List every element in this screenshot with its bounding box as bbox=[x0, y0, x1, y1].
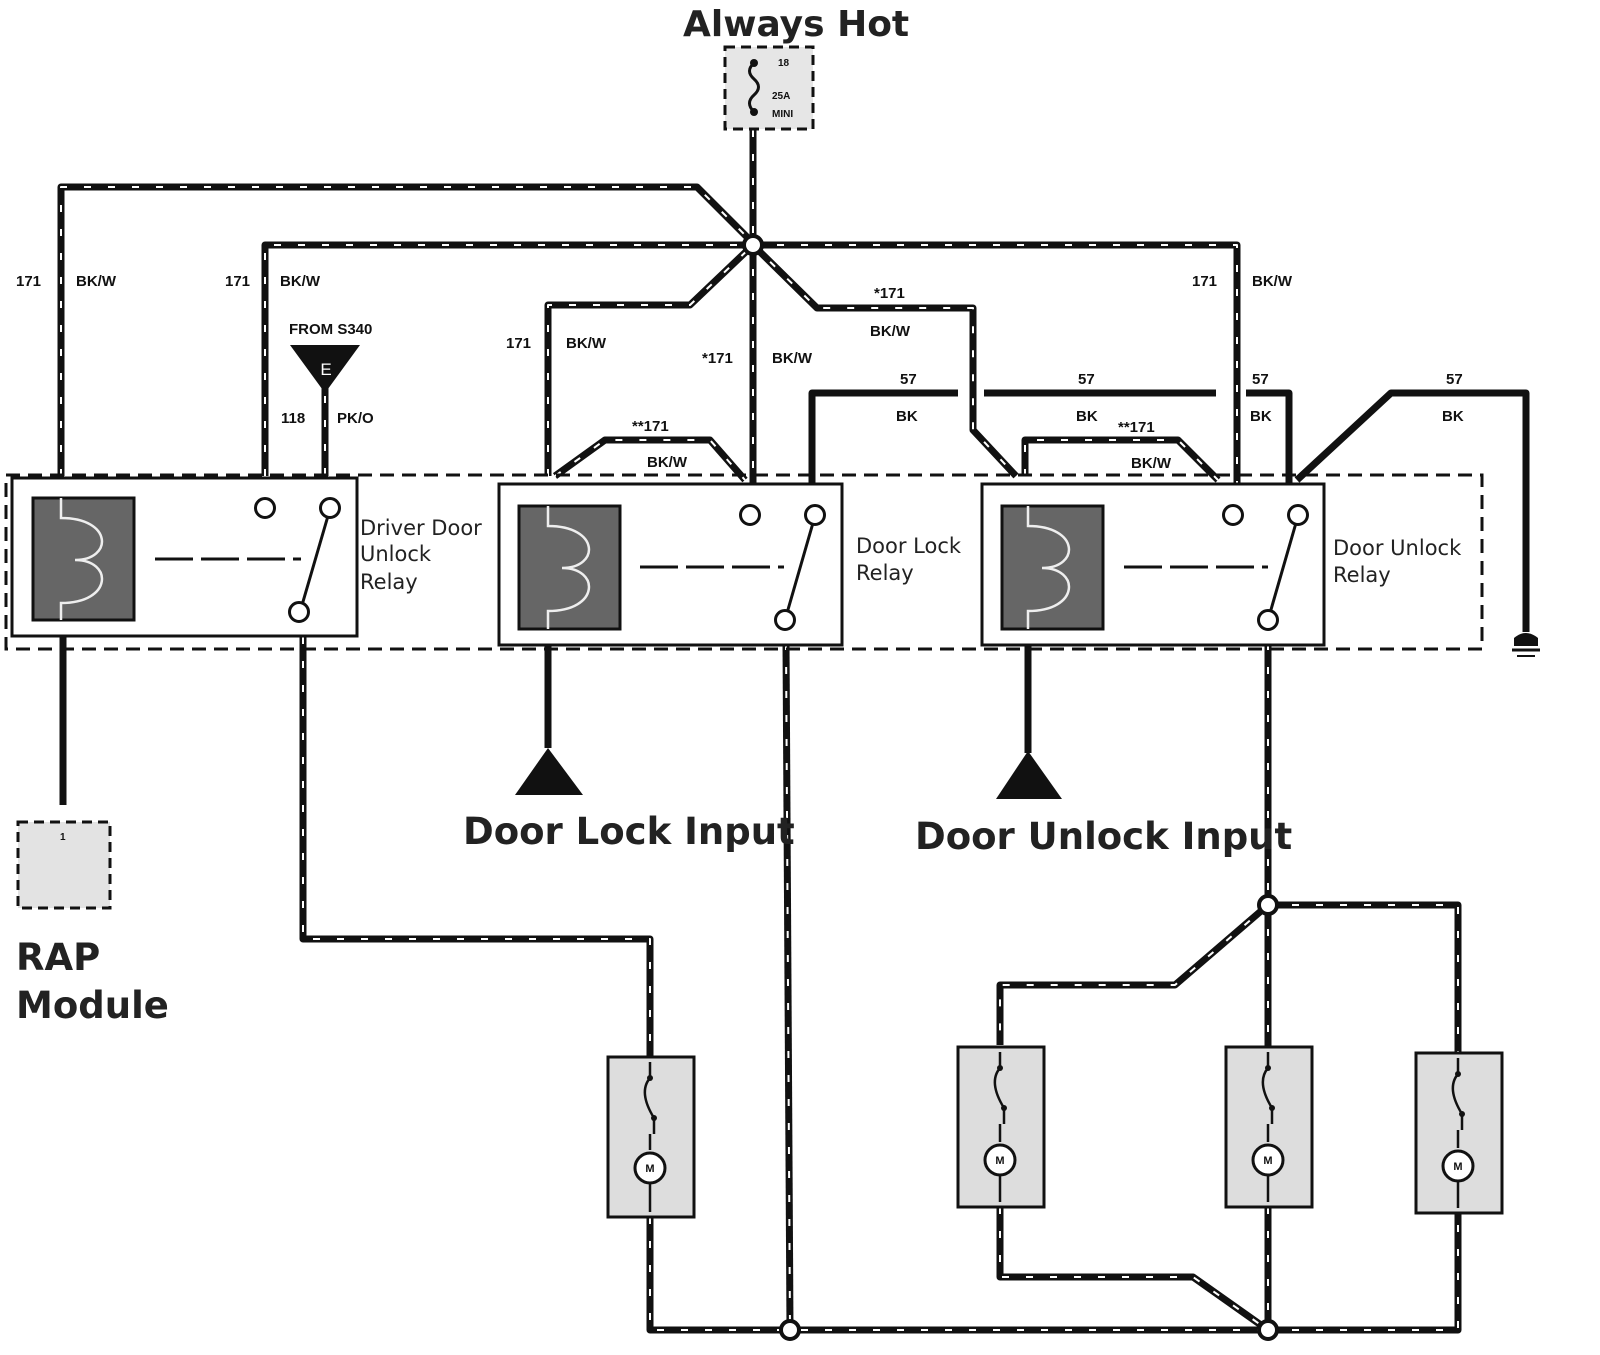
w5-circuit: *171 bbox=[874, 285, 905, 302]
w8-color: BK/W bbox=[1131, 455, 1172, 472]
w7-color: BK/W bbox=[647, 454, 688, 471]
motor-symbol: M bbox=[1453, 1161, 1462, 1173]
w8-circuit: **171 bbox=[1118, 419, 1155, 436]
g2-circuit: 57 bbox=[1078, 371, 1095, 388]
relay-module-outline bbox=[4, 473, 1484, 651]
rap-pin: 1 bbox=[60, 832, 66, 843]
g2-color: BK bbox=[1076, 408, 1098, 425]
w1-color: BK/W bbox=[76, 273, 117, 290]
lock-input-connector-icon bbox=[515, 748, 583, 795]
s340-connector-icon bbox=[290, 345, 360, 393]
s340-label: FROM S340 bbox=[289, 321, 372, 338]
g3-circuit: 57 bbox=[1252, 371, 1269, 388]
bottom-splice-right bbox=[1257, 1319, 1279, 1341]
w2-color: BK/W bbox=[280, 273, 321, 290]
w2-circuit: 171 bbox=[225, 273, 250, 290]
motor-symbol: M bbox=[1263, 1155, 1272, 1167]
w4-circuit: *171 bbox=[702, 350, 733, 367]
unlock-input-connector-icon bbox=[996, 751, 1062, 799]
fuse-type: MINI bbox=[772, 109, 793, 120]
w6-circuit: 171 bbox=[1192, 273, 1217, 290]
w7-circuit: **171 bbox=[632, 418, 669, 435]
g4-color: BK bbox=[1442, 408, 1464, 425]
wire-network bbox=[57, 130, 1530, 1334]
g3-color: BK bbox=[1250, 408, 1272, 425]
lock-motor-2: M bbox=[956, 1045, 1046, 1209]
lock-motor-3: M bbox=[1224, 1045, 1314, 1209]
g4-circuit: 57 bbox=[1446, 371, 1463, 388]
door-lock-input-label: Door Lock Input bbox=[463, 810, 795, 853]
rap-module-connector bbox=[16, 820, 112, 910]
main-splice bbox=[742, 234, 764, 256]
w9-color: PK/O bbox=[337, 410, 374, 427]
s340-connector-letter: E bbox=[320, 360, 331, 379]
door-unlock-input-label: Door Unlock Input bbox=[915, 815, 1292, 858]
w3-circuit: 171 bbox=[506, 335, 531, 352]
upper-splice bbox=[1257, 894, 1279, 916]
w1-circuit: 171 bbox=[16, 273, 41, 290]
lock-motor-1: M bbox=[606, 1055, 696, 1219]
motor-symbol: M bbox=[995, 1155, 1004, 1167]
lock-motor-4: M bbox=[1414, 1051, 1504, 1215]
fuse: 18 25A MINI bbox=[723, 45, 815, 131]
fuse-number: 18 bbox=[778, 58, 790, 69]
always-hot-title: Always Hot bbox=[683, 4, 909, 45]
wire-labels: 171 BK/W 171 BK/W 171 BK/W *171 BK/W *17… bbox=[16, 273, 1464, 472]
ground-icon bbox=[1512, 633, 1540, 657]
motor-symbol: M bbox=[645, 1163, 654, 1175]
door-lock-relay bbox=[497, 482, 844, 647]
driver-door-unlock-relay bbox=[10, 476, 359, 638]
w6-color: BK/W bbox=[1252, 273, 1293, 290]
w4-color: BK/W bbox=[772, 350, 813, 367]
fuse-rating: 25A bbox=[772, 91, 790, 102]
g1-color: BK bbox=[896, 408, 918, 425]
g1-circuit: 57 bbox=[900, 371, 917, 388]
w9-circuit: 118 bbox=[281, 410, 305, 427]
door-unlock-relay bbox=[980, 482, 1326, 647]
bottom-splice-left bbox=[779, 1319, 801, 1341]
w3-color: BK/W bbox=[566, 335, 607, 352]
w5-color: BK/W bbox=[870, 323, 911, 340]
